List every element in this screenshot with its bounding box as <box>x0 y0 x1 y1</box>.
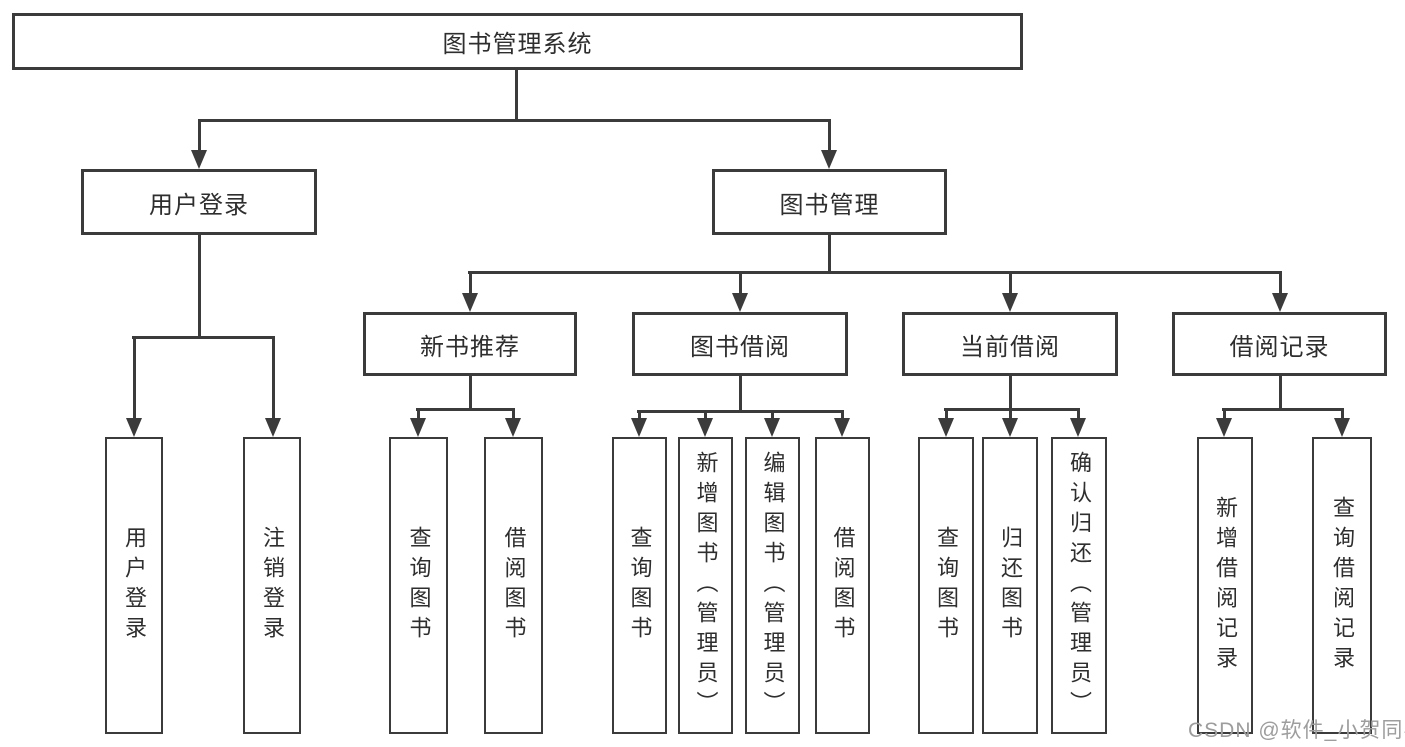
connector-line <box>637 410 641 420</box>
connector-line <box>1008 271 1012 295</box>
node-book-borrowing: 图书借阅 <box>632 312 848 376</box>
connector-line <box>1222 408 1226 420</box>
connector-line <box>1076 408 1080 420</box>
connector-line <box>1278 376 1282 411</box>
arrowhead-icon <box>1002 418 1018 437</box>
leaf-current-return-books: 归还图书 <box>982 437 1038 734</box>
arrowhead-icon <box>505 418 521 437</box>
connector-line <box>944 408 948 420</box>
connector-line <box>703 410 707 420</box>
connector-line <box>511 408 515 420</box>
connector-line <box>132 336 275 339</box>
leaf-newbook-borrow-books: 借阅图书 <box>484 437 543 734</box>
arrowhead-icon <box>410 418 426 437</box>
connector-line <box>1008 408 1012 420</box>
connector-line <box>468 376 472 411</box>
arrowhead-icon <box>462 293 478 312</box>
arrowhead-icon <box>938 418 954 437</box>
connector-line <box>1222 408 1344 411</box>
connector-line <box>468 271 1282 274</box>
leaf-records-query-borrow-record: 查询借阅记录 <box>1312 437 1372 734</box>
leaf-user-login: 用户登录 <box>105 437 163 734</box>
leaf-newbook-query-books: 查询图书 <box>389 437 448 734</box>
connector-line <box>1340 408 1344 420</box>
connector-line <box>132 336 136 420</box>
leaf-logout: 注销登录 <box>243 437 301 734</box>
connector-line <box>198 119 831 122</box>
connector-line <box>840 410 844 420</box>
arrowhead-icon <box>834 418 850 437</box>
connector-line <box>827 234 831 274</box>
arrowhead-icon <box>191 150 207 169</box>
connector-line <box>1008 376 1012 411</box>
arrowhead-icon <box>764 418 780 437</box>
node-library-management-system: 图书管理系统 <box>12 13 1023 70</box>
connector-line <box>416 408 420 420</box>
node-borrowing-records: 借阅记录 <box>1172 312 1387 376</box>
connector-line <box>197 234 201 339</box>
node-new-book-recommendation: 新书推荐 <box>363 312 577 376</box>
arrowhead-icon <box>732 293 748 312</box>
leaf-records-add-borrow-record: 新增借阅记录 <box>1197 437 1253 734</box>
arrowhead-icon <box>1272 293 1288 312</box>
connector-line <box>637 410 844 413</box>
arrowhead-icon <box>1070 418 1086 437</box>
leaf-borrowing-add-books-admin: 新增图书（管理员） <box>678 437 733 734</box>
arrowhead-icon <box>265 418 281 437</box>
node-current-borrowing: 当前借阅 <box>902 312 1118 376</box>
connector-line <box>197 119 201 152</box>
connector-line <box>827 119 831 152</box>
arrowhead-icon <box>1334 418 1350 437</box>
connector-line <box>514 69 518 121</box>
node-user-login: 用户登录 <box>81 169 317 235</box>
leaf-borrowing-borrow-books: 借阅图书 <box>815 437 870 734</box>
leaf-current-query-books: 查询图书 <box>918 437 974 734</box>
arrowhead-icon <box>821 150 837 169</box>
csdn-watermark: CSDN @软件_小贺同学 <box>1188 719 1405 742</box>
leaf-borrowing-query-books: 查询图书 <box>612 437 667 734</box>
connector-line <box>770 410 774 420</box>
connector-line <box>738 271 742 295</box>
arrowhead-icon <box>697 418 713 437</box>
connector-line <box>416 408 515 411</box>
arrowhead-icon <box>1002 293 1018 312</box>
leaf-borrowing-edit-books-admin: 编辑图书（管理员） <box>745 437 800 734</box>
node-book-management: 图书管理 <box>712 169 947 235</box>
arrowhead-icon <box>1216 418 1232 437</box>
connector-line <box>468 271 472 295</box>
connector-line <box>738 376 742 413</box>
arrowhead-icon <box>126 418 142 437</box>
connector-line <box>1278 271 1282 295</box>
leaf-current-confirm-return-admin: 确认归还（管理员） <box>1051 437 1107 734</box>
arrowhead-icon <box>631 418 647 437</box>
connector-line <box>944 408 1080 411</box>
connector-line <box>271 336 275 420</box>
